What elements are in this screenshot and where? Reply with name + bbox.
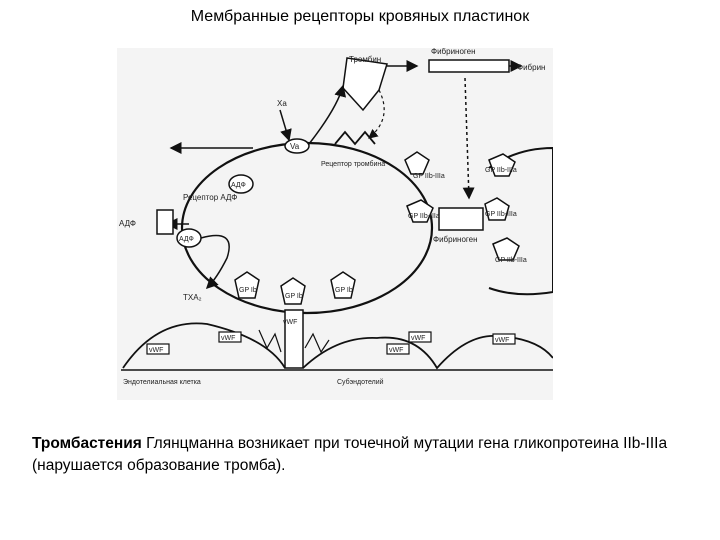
caption: Тромбастения Глянцманна возникает при то…	[32, 433, 692, 477]
vwf-column	[284, 309, 304, 369]
diagram-canvas: Фибриноген GP IIb-IIIa GP IIb-IIIa GP II…	[119, 48, 553, 386]
adp-receptor	[156, 209, 174, 235]
txa2-label: TXA₂	[183, 293, 202, 302]
svg-text:GP IIb-IIIa: GP IIb-IIIa	[495, 257, 527, 264]
gp-iib-iiia-receptor: GP IIb-IIIa	[485, 153, 517, 177]
va-complex	[284, 138, 310, 154]
gp-ib-receptor: GP Ib	[330, 271, 356, 299]
fibrinogen-label: Фибриноген	[431, 48, 476, 56]
gp-ib-receptor: GP Ib	[234, 271, 260, 299]
adp-outer-label: АДФ	[119, 219, 136, 228]
thrombin-receptor-label: Рецептор тромбина	[321, 160, 385, 168]
xa-label: Xa	[277, 99, 287, 108]
xa-arrow	[279, 109, 292, 142]
gp-iib-iiia-receptor: GP IIb-IIIa	[484, 197, 517, 221]
platelet-receptors-diagram: Фибриноген GP IIb-IIIa GP IIb-IIIa GP II…	[117, 48, 553, 400]
adp-receptor-label: Рецептор АДФ	[183, 193, 237, 202]
vwf-box: vWF	[218, 331, 242, 343]
svg-text:vWF: vWF	[389, 347, 403, 354]
thrombin-receptor	[334, 130, 376, 146]
svg-text:GP Ib: GP Ib	[239, 287, 257, 294]
svg-text:GP IIb-IIIa: GP IIb-IIIa	[413, 173, 445, 180]
svg-text:GP IIb-IIIa: GP IIb-IIIa	[485, 211, 517, 218]
adp-pathway-curve	[200, 234, 230, 290]
gp-iib-iiia-receptor: GP IIb-IIIa	[406, 199, 440, 223]
thrombin-to-receptor-dashed-arrow	[368, 89, 385, 139]
svg-text:АДФ: АДФ	[231, 182, 246, 189]
gp-iib-iiia-receptor: GP IIb-IIIa	[404, 151, 445, 180]
subendothelium-label: Субэндотелий	[337, 378, 384, 386]
endothelial-cell-label: Эндотелиальная клетка	[123, 379, 201, 386]
page-title: Мембранные рецепторы кровяных пластинок	[190, 8, 530, 25]
va-label: Va	[290, 142, 300, 151]
zigzag-tether-left	[258, 329, 282, 353]
svg-text:GP Ib: GP Ib	[335, 287, 353, 294]
fibrinogen-box	[428, 59, 510, 73]
fibrin-label: Фибрин	[517, 63, 545, 72]
gp-iib-iiia-receptor: GP IIb-IIIa	[492, 237, 527, 264]
platelet-membrane	[180, 141, 434, 315]
thrombin-shape	[342, 57, 388, 112]
svg-text:GP Ib: GP Ib	[285, 293, 303, 300]
vwf-box: vWF	[408, 331, 432, 343]
caption-text: Глянцманна возникает при точечной мутаци…	[32, 435, 668, 474]
svg-text:GP IIb-IIIa: GP IIb-IIIa	[408, 213, 440, 220]
vwf-box: vWF	[492, 333, 516, 345]
thrombin-label: Тромбин	[349, 55, 381, 64]
fibrinogen-bridge	[438, 207, 484, 231]
svg-text:vWF: vWF	[283, 319, 297, 326]
svg-text:vWF: vWF	[221, 335, 235, 342]
svg-text:АДФ: АДФ	[179, 236, 194, 243]
svg-text:vWF: vWF	[495, 337, 509, 344]
adp-granule-1	[228, 174, 254, 194]
prothrombinase-to-thrombin-arrow	[308, 84, 347, 145]
caption-bold-term: Тромбастения	[32, 435, 142, 452]
vwf-box: vWF	[146, 343, 170, 355]
svg-text:vWF: vWF	[149, 347, 163, 354]
svg-text:vWF: vWF	[411, 335, 425, 342]
svg-text:GP IIb-IIIa: GP IIb-IIIa	[485, 167, 517, 174]
zigzag-tether-right	[304, 332, 330, 354]
fibrinogen-binding-arrow	[462, 77, 475, 200]
gp-ib-receptor: GP Ib	[280, 277, 306, 305]
fibrinogen-bridge-label: Фибриноген	[433, 235, 478, 244]
vwf-box: vWF	[386, 343, 410, 355]
endothelial-cell	[122, 322, 286, 369]
